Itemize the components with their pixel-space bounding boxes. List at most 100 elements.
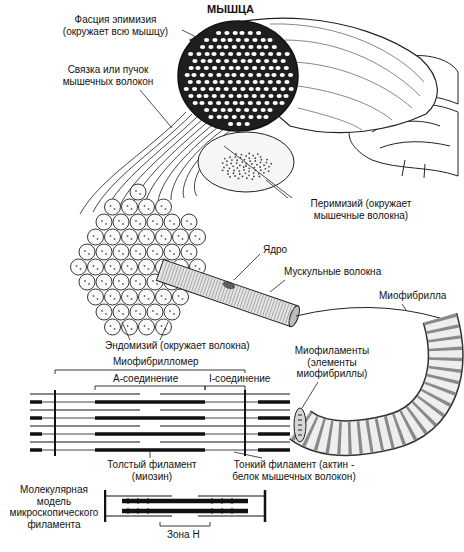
fiber-cross-sections <box>178 295 180 297</box>
fiber-cross-sections <box>105 229 121 245</box>
epimysium-cross-section <box>184 87 189 91</box>
fiber-cross-sections <box>130 274 146 290</box>
fiber-cross-sections <box>156 313 158 315</box>
fiber-cross-sections <box>88 289 104 305</box>
fiber-cross-sections <box>148 268 150 270</box>
muscle-belly <box>292 62 412 108</box>
epimysium-cross-section <box>244 66 249 70</box>
sarcomere-filaments <box>55 390 245 456</box>
fiber-cross-sections <box>139 229 155 245</box>
epimysium-cross-section <box>285 52 290 56</box>
leader-line <box>402 304 406 310</box>
epimysium-cross-section <box>289 87 294 91</box>
epimysium-cross-section <box>224 31 229 35</box>
muscle-fiber <box>186 271 193 290</box>
muscle-fiber <box>234 287 241 306</box>
epimysium-cross-section <box>225 73 230 77</box>
epimysium-cross-section <box>213 80 218 84</box>
muscle-fiber <box>263 297 270 316</box>
perimysium-section <box>223 167 225 169</box>
fiber-cross-sections <box>101 250 103 252</box>
perimysium-section <box>251 178 253 180</box>
muscle-fiber <box>282 304 289 323</box>
epimysium-cross-section <box>252 108 257 112</box>
epimysium-cross-section <box>256 101 261 105</box>
part-label: Ядро <box>262 244 288 256</box>
epimysium-cross-section <box>284 80 289 84</box>
epimysium-cross-section <box>232 87 237 91</box>
fiber-cross-sections <box>181 214 197 230</box>
fiber-cross-sections <box>161 325 163 327</box>
sarcomere-filaments <box>30 448 290 452</box>
muscle-fiber <box>169 265 176 284</box>
perimysium-section <box>236 167 238 169</box>
epimysium-cross-section <box>269 66 274 70</box>
perimysium-section <box>253 172 255 174</box>
epimysium-cross-section <box>215 87 220 91</box>
epimysium-cross-section <box>244 38 249 42</box>
epimysium-cross-section <box>273 101 278 105</box>
fiber-cross-sections <box>156 199 172 215</box>
fiber-cross-sections <box>130 304 146 320</box>
perimysium-section <box>248 170 250 172</box>
fiber-cross-sections <box>105 199 121 215</box>
perimysium-section <box>222 170 224 172</box>
fiber-cross-sections <box>139 319 155 335</box>
muscle-fiber <box>246 291 253 310</box>
perimysium-section <box>243 169 245 171</box>
fiber-cross-sections <box>127 265 129 267</box>
part-label: Молекулярная модель микроскопического фи… <box>4 484 104 530</box>
muscle-fiber <box>192 273 199 292</box>
muscle-fiber <box>251 293 258 312</box>
fiber-cross-sections <box>147 304 163 320</box>
perimysium-section <box>252 155 254 157</box>
muscle-fiber <box>274 301 281 320</box>
muscle-fiber <box>226 284 233 303</box>
epimysium-cross-section <box>232 45 237 49</box>
fiber-cross-sections <box>148 328 150 330</box>
epimysium-cross-section <box>204 66 209 70</box>
epimysium-cross-section <box>272 45 277 49</box>
fiber-cross-sections <box>110 295 112 297</box>
fiber-cross-sections <box>182 238 184 240</box>
muscle-fiber <box>287 305 302 328</box>
fiber-cross-sections <box>156 253 158 255</box>
epimysium-cross-section <box>272 59 277 63</box>
perimysium-section <box>238 178 240 180</box>
fiber-cross-sections <box>147 214 163 230</box>
perimysium-section <box>227 170 229 172</box>
epimysium-cross-section <box>248 115 253 119</box>
muscle-fiber <box>156 260 301 328</box>
bone-joint <box>402 160 425 178</box>
sarcomere-filaments <box>30 416 290 420</box>
perimysium-section <box>268 166 270 168</box>
part-label: Перимизий (окружает мышечные волокна) <box>285 198 437 221</box>
perimysium-section <box>254 160 256 162</box>
sarcomere-filaments <box>30 442 290 443</box>
fiber-cross-sections <box>101 280 103 282</box>
epimysium-cross-section <box>281 59 286 63</box>
epimysium-cross-section <box>220 66 225 70</box>
fiber-cross-sections <box>96 304 112 320</box>
perimysium-section <box>261 159 263 161</box>
muscle-fiber <box>197 275 204 294</box>
epimysium-cross-section <box>248 101 253 105</box>
fiber-cross-sections <box>88 259 104 275</box>
perimysium-section <box>229 176 231 178</box>
epimysium-cross-section <box>199 101 204 105</box>
epimysium-cross-section <box>232 59 237 63</box>
fiber-cross-sections <box>186 220 188 222</box>
epimysium-cross-section <box>188 94 193 98</box>
epimysium-cross-section <box>239 31 244 35</box>
epimysium-cross-section <box>212 108 217 112</box>
part-label: Миофибрилла <box>378 290 447 302</box>
perimysium-section <box>260 156 262 158</box>
fiber-cross-sections <box>93 235 95 237</box>
epimysium-cross-section <box>204 38 209 42</box>
epimysium-cross-section <box>261 38 266 42</box>
epimysium-cross-section <box>240 73 245 77</box>
epimysium-cross-section <box>223 115 228 119</box>
fiber-cross-sections <box>173 289 189 305</box>
epimysium-cross-section <box>263 45 268 49</box>
fiber-cross-sections <box>96 274 112 290</box>
